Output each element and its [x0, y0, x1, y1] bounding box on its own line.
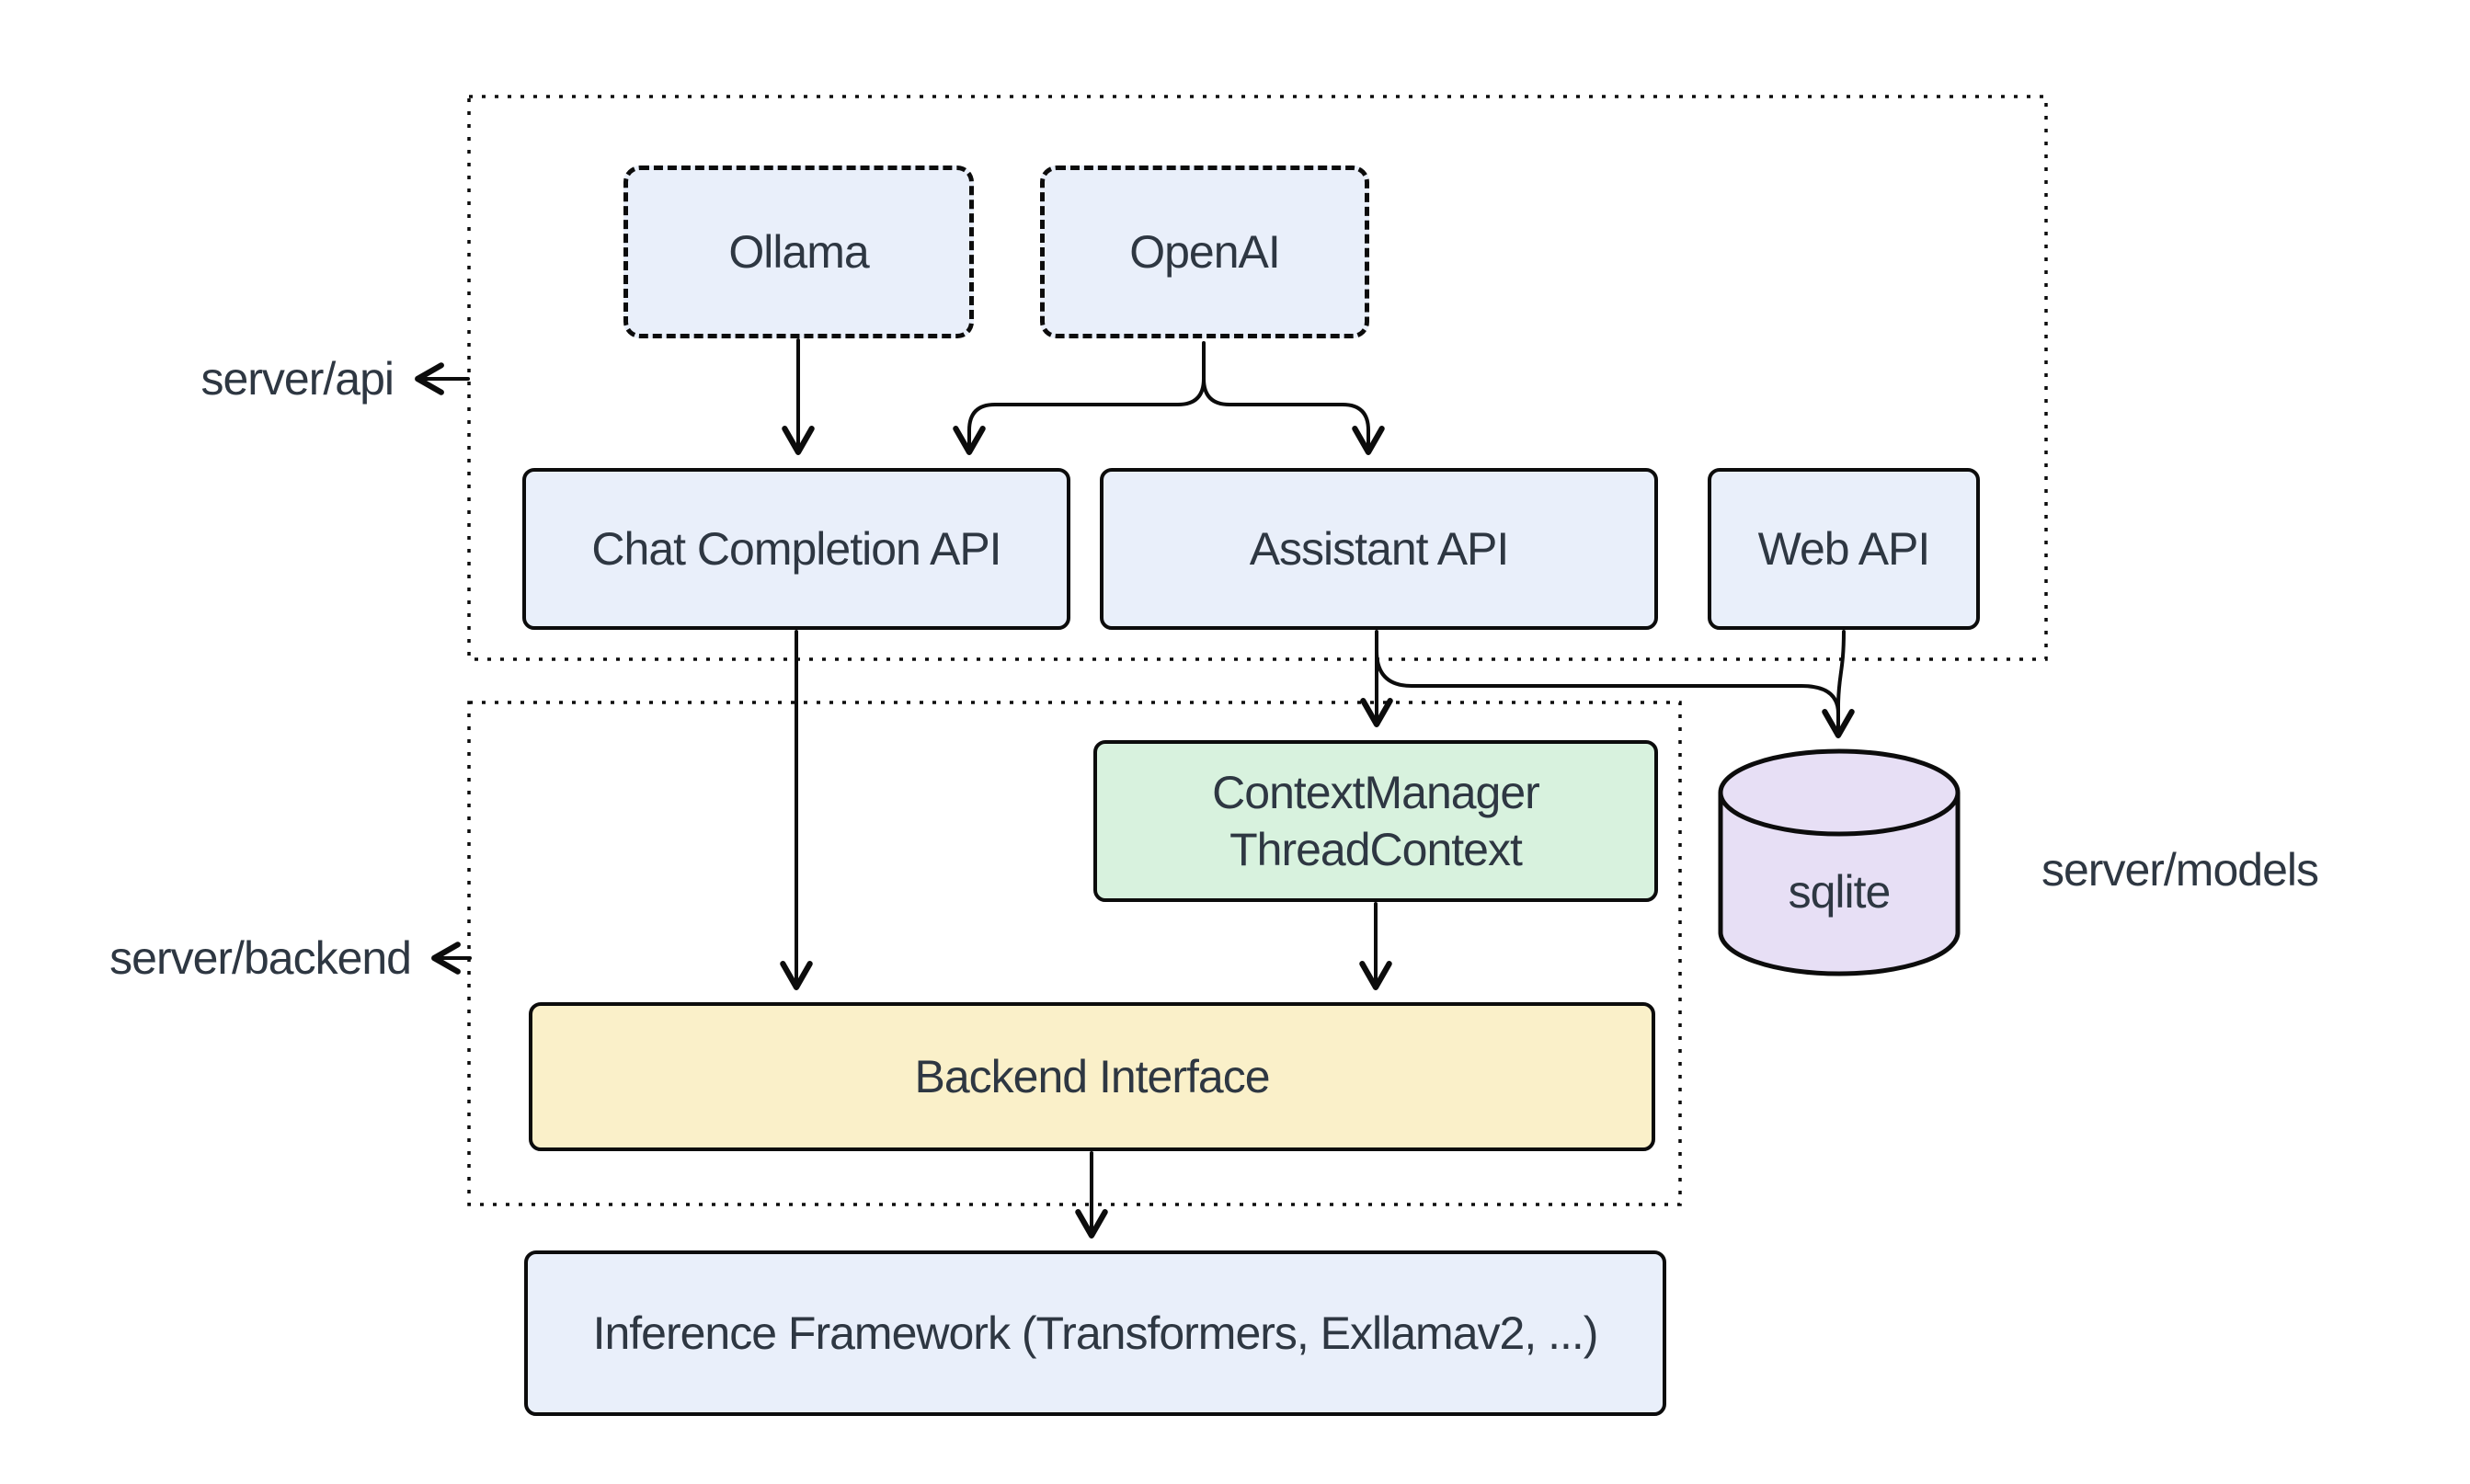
node-inference-framework: Inference Framework (Transformers, Exlla…: [524, 1250, 1666, 1416]
node-chat-completion-api: Chat Completion API: [522, 468, 1070, 630]
edge-assistant-to-sqlite: [1375, 649, 1840, 715]
node-assistant-api-label: Assistant API: [1249, 523, 1510, 575]
node-sqlite-label: sqlite: [1788, 866, 1892, 918]
node-openai-label: OpenAI: [1129, 226, 1281, 278]
sqlite-cylinder-top: [1718, 748, 1961, 837]
node-ollama: Ollama: [623, 166, 974, 338]
node-openai: OpenAI: [1040, 166, 1369, 338]
node-inference-framework-label: Inference Framework (Transformers, Exlla…: [592, 1307, 1599, 1359]
node-context-manager: ContextManager ThreadContext: [1093, 740, 1658, 902]
node-backend-interface: Backend Interface: [529, 1002, 1655, 1151]
sqlite-cylinder: [1718, 748, 1961, 976]
edge-openai-to-chat: [953, 341, 1206, 455]
edge-webapi-to-sqlite: [1822, 630, 1855, 738]
node-web-api: Web API: [1708, 468, 1980, 630]
container-server-api-border: [467, 95, 2048, 661]
edge-openai-to-assistant: [1202, 377, 1385, 455]
node-ollama-label: Ollama: [728, 226, 869, 278]
container-server-backend-border: [467, 701, 1682, 1206]
node-context-manager-label-line2: ThreadContext: [1229, 824, 1523, 875]
sqlite-cylinder-body: [1718, 793, 1961, 976]
node-backend-interface-label: Backend Interface: [914, 1051, 1270, 1102]
edge-group: [415, 338, 1855, 1239]
node-context-manager-label-line1: ContextManager: [1212, 767, 1540, 818]
node-chat-completion-api-label: Chat Completion API: [591, 523, 1001, 575]
node-web-api-label: Web API: [1757, 523, 1931, 575]
label-server-api: server/api: [200, 353, 395, 405]
label-server-models: server/models: [2041, 844, 2319, 896]
label-server-backend: server/backend: [109, 932, 412, 984]
node-assistant-api: Assistant API: [1100, 468, 1658, 630]
